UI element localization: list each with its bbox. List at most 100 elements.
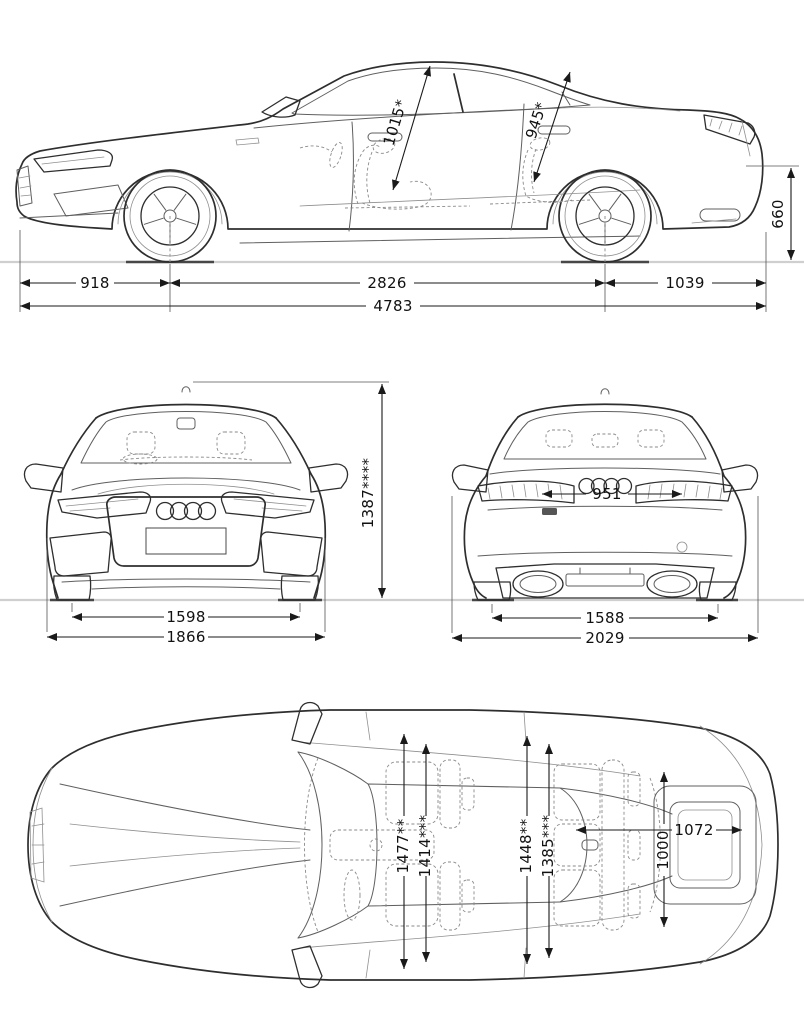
rear-window <box>503 411 707 460</box>
driver-seat <box>385 863 439 927</box>
dimension-label: 1866 <box>166 628 205 646</box>
shark-fin-antenna <box>581 839 599 851</box>
tow-hook-cover <box>676 541 688 553</box>
rear-door-seam <box>510 103 525 231</box>
dimension-label: 4783 <box>373 297 412 315</box>
exhaust-tip <box>699 208 741 222</box>
passenger-seat <box>385 761 439 825</box>
diffuser <box>495 563 715 599</box>
car-plan-outline <box>27 709 779 981</box>
rear-window-edge <box>559 787 588 903</box>
front-grille <box>16 165 33 207</box>
dimension-line <box>533 71 571 183</box>
rs-badge <box>542 508 557 515</box>
dimension-label: 1387**** <box>359 458 377 529</box>
audi-rings <box>578 477 633 495</box>
front-car-drawing <box>23 386 349 601</box>
left-intake <box>49 531 112 577</box>
dimension-label: 1015* <box>380 97 411 148</box>
interior-hidden-lines <box>299 137 591 210</box>
dim-front-overhang: 918 <box>20 274 170 292</box>
audi-rings <box>155 501 217 521</box>
trunk-area <box>653 785 757 905</box>
dim-body-width: 1866 <box>46 538 326 646</box>
left-tire <box>52 575 92 601</box>
top-interior-hidden <box>304 757 661 933</box>
dimension-label: 1588 <box>585 609 624 627</box>
dim-rear-overhang: 1039 <box>605 274 766 292</box>
left-tail-light <box>477 480 575 504</box>
dim-luggage-length: 1072 <box>576 821 742 839</box>
nose-grille <box>29 807 45 883</box>
roof-panel <box>367 783 561 907</box>
right-headlight <box>220 491 315 519</box>
dim-tailgate-opening-width: 951 <box>542 485 682 503</box>
dimension-label: 1598 <box>166 608 205 626</box>
windshield <box>80 411 292 464</box>
rear-seat-right <box>553 869 601 927</box>
dimension-label: 2826 <box>367 274 406 292</box>
front-view: 1387**** 1598 1866 <box>0 381 430 646</box>
dimension-label: 1414*** <box>416 814 434 877</box>
exhaust-pipes <box>512 570 698 598</box>
dimension-line <box>392 65 431 191</box>
right-tire <box>698 581 737 601</box>
dim-track-front: 1598 <box>71 603 301 626</box>
roof-antenna <box>600 388 610 395</box>
right-tail-light <box>635 480 733 504</box>
dim-elbow-room-rear: 1448** <box>517 736 535 964</box>
dimension-label: 1385*** <box>539 814 557 877</box>
headlight <box>33 149 114 173</box>
car-body-outline <box>15 61 764 230</box>
side-length-dimensions: 918 2826 1039 4783 <box>19 216 767 315</box>
top-view: 1477** 1414*** 1448** 1385*** 1072 1000 <box>27 701 779 989</box>
steering-wheel <box>343 869 361 921</box>
dim-width-incl-mirrors: 2029 <box>451 496 759 647</box>
top-left-mirror <box>291 701 323 745</box>
windshield-edge <box>297 751 323 939</box>
right-intake <box>260 531 323 577</box>
roof-antenna <box>181 386 191 393</box>
singleframe-grille <box>106 496 266 567</box>
rear-car-drawing <box>451 388 759 601</box>
dimension-label: 1448** <box>517 818 535 873</box>
dim-overall-height: 1387**** <box>193 381 389 598</box>
center-console <box>329 829 435 861</box>
dimension-label: 1000 <box>654 830 672 869</box>
left-tire <box>473 581 512 601</box>
right-tire <box>280 575 320 601</box>
license-plate <box>145 527 227 555</box>
side-mirror <box>261 96 301 118</box>
dim-elbow-room-front: 1477** <box>394 734 412 969</box>
tail-light <box>703 114 756 145</box>
left-mirror <box>23 463 64 493</box>
front-interior-hidden <box>119 431 253 465</box>
dim-shoulder-room-rear: 1385*** <box>539 744 557 958</box>
rear-seat-left <box>553 763 601 821</box>
dimension-label: 1477** <box>394 818 412 873</box>
bottom-left-mirror <box>291 945 323 989</box>
right-mirror <box>308 463 349 493</box>
dim-luggage-width: 1000 <box>654 772 672 927</box>
front-intake <box>53 184 129 217</box>
b-pillar <box>453 73 464 113</box>
decklid-spoiler <box>489 467 721 475</box>
dim-shoulder-room-front: 1414*** <box>416 744 434 962</box>
left-mirror <box>451 464 489 493</box>
left-headlight <box>57 491 152 519</box>
rearview-mirror <box>176 417 196 430</box>
dimension-label: 945* <box>522 100 551 141</box>
rear-view: 951 1588 2029 <box>430 388 804 647</box>
dim-headroom-front: 1015* <box>380 65 431 191</box>
dimension-label: 660 <box>769 199 787 229</box>
dim-track-rear: 1588 <box>491 604 719 627</box>
right-mirror <box>721 464 759 493</box>
dimension-label: 1072 <box>674 821 713 839</box>
dimension-label: 918 <box>80 274 110 292</box>
side-view: 1015* 945* 660 918 2826 <box>0 61 804 315</box>
dim-wheelbase: 2826 <box>170 274 605 292</box>
dimension-label: 1039 <box>665 274 704 292</box>
dim-overall-length: 4783 <box>20 297 766 315</box>
fender-vent <box>235 137 260 146</box>
